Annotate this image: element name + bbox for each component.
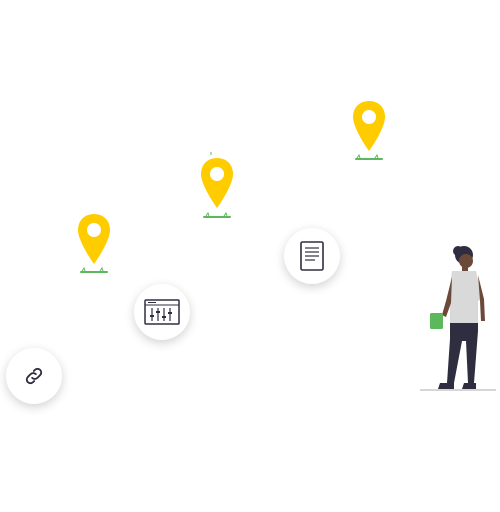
location-pin-left [76,212,112,278]
location-pin-middle [199,152,235,222]
link-icon [25,367,43,385]
document-button[interactable] [284,228,340,284]
document-icon [300,241,324,271]
link-button[interactable] [6,348,62,404]
location-pin-right [351,99,387,165]
sliders-icon [144,299,180,325]
person-illustration [420,243,496,393]
settings-sliders-button[interactable] [134,284,190,340]
